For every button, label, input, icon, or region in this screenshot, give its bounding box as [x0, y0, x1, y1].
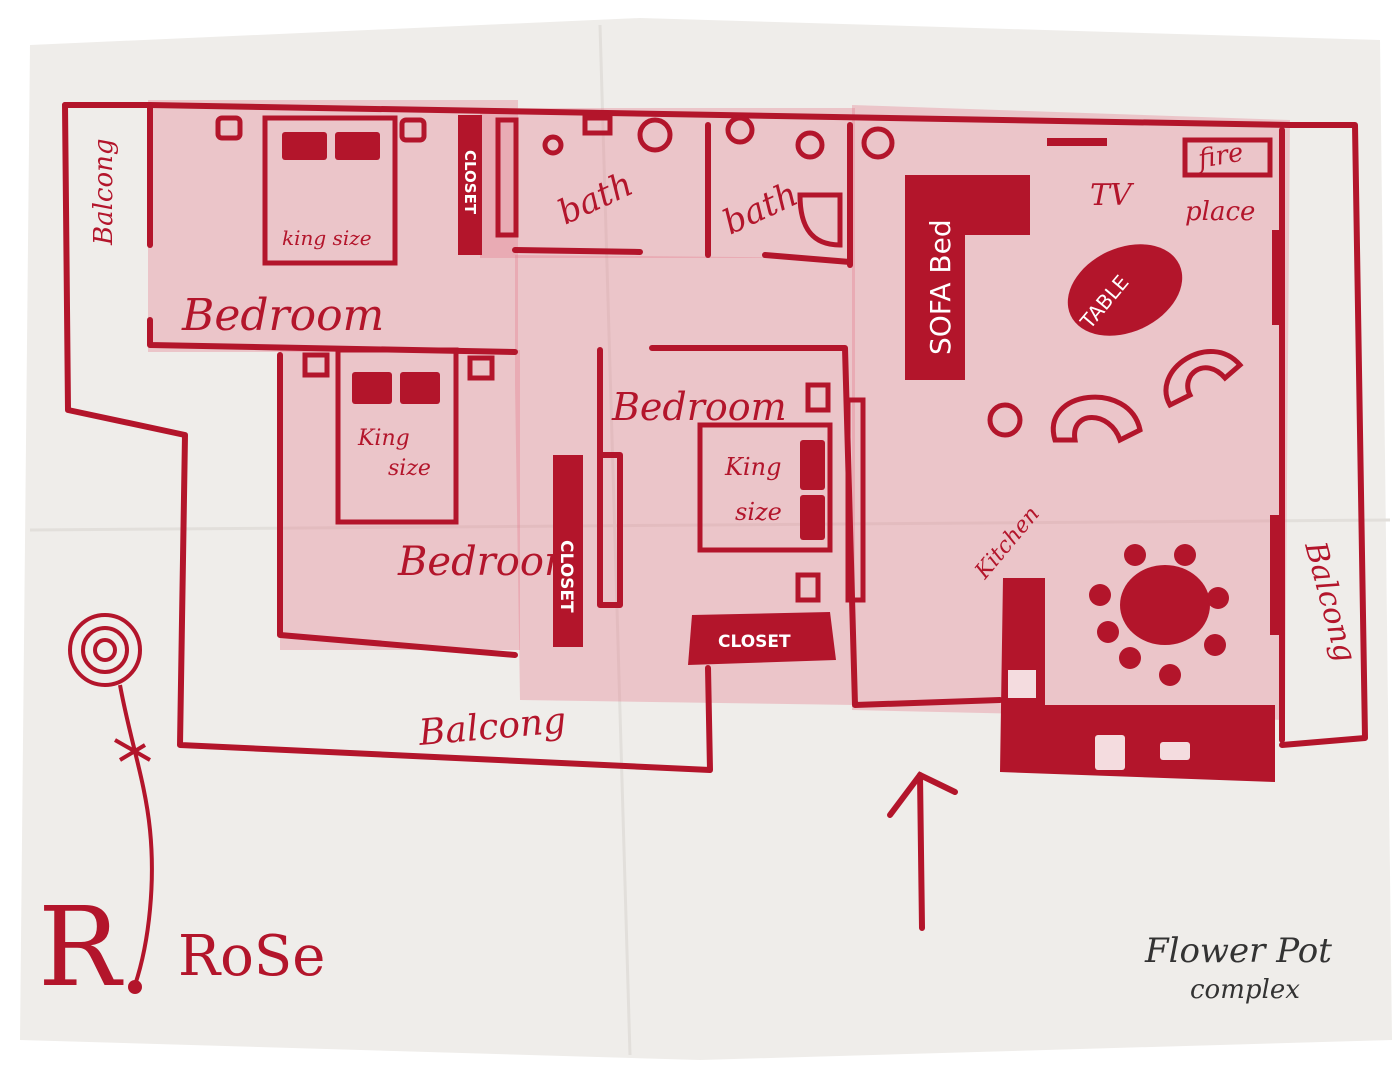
paper-fold [29, 518, 1391, 532]
pillows [282, 132, 825, 540]
entrance-arrow-icon [887, 771, 958, 931]
tv-label: TV [1090, 178, 1135, 213]
rose-icon [68, 613, 154, 986]
furniture-outlines [495, 115, 1273, 444]
paper-fold [598, 24, 632, 1056]
bed-top-label: king size [282, 226, 372, 250]
closet-middle-label: CLOSET [556, 540, 576, 613]
sofa-bed-label: SOFA Bed [924, 219, 957, 355]
bedroom-middle-label: Bedroom [611, 385, 787, 429]
paper-sheet [20, 18, 1392, 1060]
bedroom-left-label: Bedroom [397, 539, 582, 585]
bedroom-top-label: Bedroom [181, 290, 384, 341]
kitchen-appliances [1008, 670, 1190, 770]
closets [458, 115, 1282, 782]
bed-middle-label-1: King [724, 453, 781, 481]
closet-top-label: CLOSET [461, 150, 479, 215]
rose-dot [128, 980, 142, 994]
fireplace-label-2: place [1185, 197, 1255, 227]
balcony-left-label: Balcong [89, 138, 119, 246]
closet-bottom-label: CLOSET [718, 632, 791, 652]
bed-icon [215, 115, 866, 603]
bed-middle-label-2: size [735, 498, 782, 526]
bed-left-label-2: size [388, 456, 431, 481]
signature-initial: R [38, 883, 124, 1011]
brand-line-1: Flower Pot [1144, 931, 1332, 971]
brand-line-2: complex [1190, 975, 1300, 1005]
signature-name: RoSe [178, 924, 325, 989]
bed-left-label-1: King [357, 426, 410, 451]
